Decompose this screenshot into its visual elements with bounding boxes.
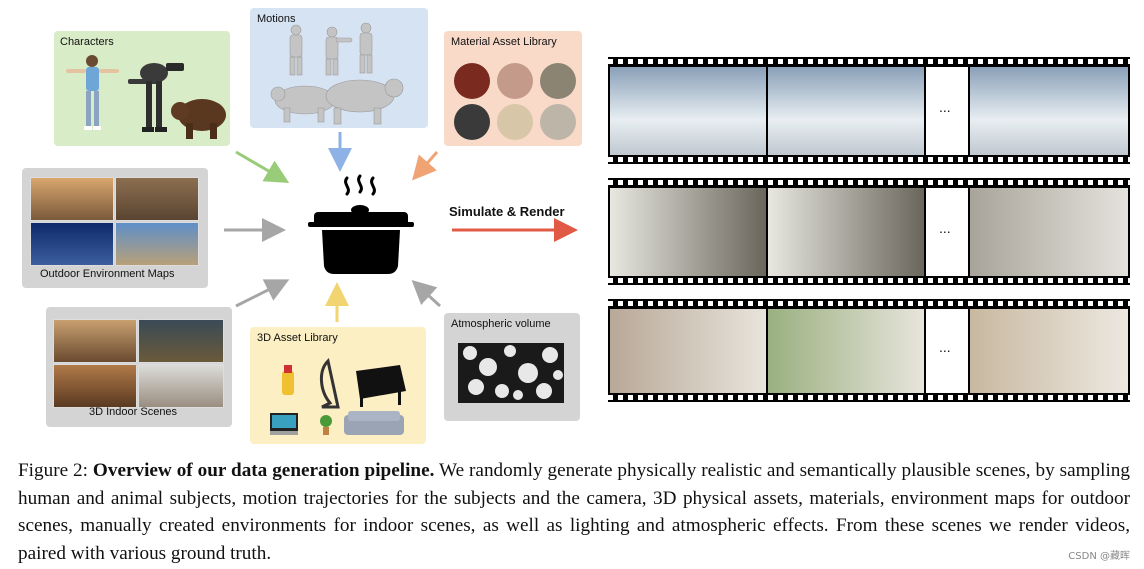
caption-title: Overview of our data generation pipeline… bbox=[93, 460, 434, 481]
video-frame-gap: ... bbox=[926, 309, 968, 393]
film-strip-kitchen: ... bbox=[608, 299, 1130, 402]
arrow-characters bbox=[236, 152, 284, 180]
ellipsis: ... bbox=[939, 339, 951, 355]
pot-icon bbox=[308, 205, 414, 274]
arrow-indoor bbox=[236, 282, 284, 306]
simulate-render-label: Simulate & Render bbox=[449, 204, 565, 219]
arrow-atmospheric bbox=[416, 284, 440, 306]
video-frame bbox=[768, 309, 924, 393]
pipeline-arrows bbox=[0, 0, 600, 460]
video-frame-gap: ... bbox=[926, 188, 968, 276]
video-frame bbox=[610, 309, 766, 393]
watermark: CSDN @藏晖 bbox=[1068, 547, 1130, 562]
video-frame bbox=[970, 188, 1128, 276]
arrow-materials bbox=[416, 152, 437, 176]
ellipsis: ... bbox=[939, 99, 951, 115]
video-frame bbox=[970, 67, 1128, 155]
figure-caption: Figure 2: Overview of our data generatio… bbox=[18, 457, 1130, 567]
steam-icon bbox=[346, 176, 375, 194]
video-frame bbox=[768, 67, 924, 155]
video-frame bbox=[610, 67, 766, 155]
video-frame-gap: ... bbox=[926, 67, 968, 155]
film-strip-outdoor: ... bbox=[608, 57, 1130, 164]
video-frame bbox=[768, 188, 924, 276]
video-frame bbox=[610, 188, 766, 276]
film-strip-indoor: ... bbox=[608, 178, 1130, 285]
video-frame bbox=[970, 309, 1128, 393]
caption-label: Figure 2: bbox=[18, 460, 88, 481]
ellipsis: ... bbox=[939, 220, 951, 236]
